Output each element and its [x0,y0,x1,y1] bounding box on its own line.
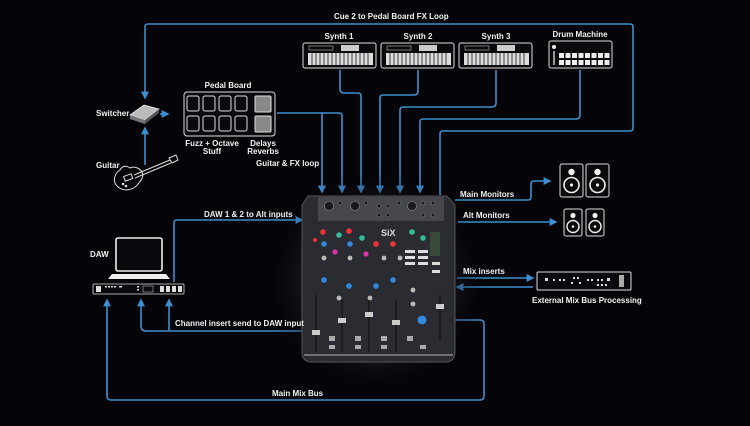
label-main-monitors: Main Monitors [460,190,515,199]
label-synth-2: Synth 2 [403,32,433,41]
label-pedal-group-1-line1: Fuzz + Octave [185,139,239,148]
label-synth-1: Synth 1 [324,32,354,41]
synth-2-icon [380,42,455,69]
label-channel-insert: Channel insert send to DAW input [175,319,304,328]
label-main-mix-bus: Main Mix Bus [272,389,324,398]
synth-3-icon [458,42,533,69]
label-pedal-board: Pedal Board [204,81,252,90]
label-pedal-group-2-line1: Delays [250,139,276,148]
laptop-icon [108,237,170,279]
mixer-brand-logo: SiX [381,228,396,238]
label-switcher: Switcher [96,109,130,118]
label-synth-3: Synth 3 [481,32,511,41]
cable-pedalboard-mixer-2 [322,112,346,194]
label-guitar-fx-loop: Guitar & FX loop [256,159,320,168]
main-monitors-icon [559,163,610,198]
cable-main-mix-bus [103,298,485,401]
label-guitar: Guitar [96,161,120,170]
pedal-board-icon [183,91,276,137]
cable-daw-alt-inputs [173,216,304,282]
label-daw: DAW [90,250,109,259]
cable-synth3-mixer [396,70,497,194]
cable-synth1-mixer [339,70,365,194]
cable-cue2-fx-loop [141,23,634,195]
guitar-icon [113,154,179,191]
drum-machine-icon [548,40,613,69]
cable-channel-insert [137,298,305,332]
label-daw-alt-inputs: DAW 1 & 2 to Alt inputs [204,210,293,219]
cable-synth2-mixer [376,70,419,194]
synth-1-icon [302,42,377,69]
audio-interface-icon [92,283,185,295]
label-alt-monitors: Alt Monitors [463,211,510,220]
mixer-console [266,170,486,394]
label-mix-inserts: Mix inserts [463,267,505,276]
label-cue2-fx-loop: Cue 2 to Pedal Board FX Loop [334,12,449,21]
cable-pedalboard-mixer-1 [277,112,326,194]
switcher-icon [129,104,160,124]
cable-drum-mixer [416,70,581,194]
label-drum-machine: Drum Machine [552,30,608,39]
cable-main-monitors [455,177,552,201]
label-pedal-group-1-line2: Stuff [202,147,222,156]
rack-processor-icon [536,271,632,291]
label-external-processing: External Mix Bus Processing [532,296,642,305]
alt-monitors-icon [563,208,605,237]
label-pedal-group-2-line2: Reverbs [247,147,279,156]
